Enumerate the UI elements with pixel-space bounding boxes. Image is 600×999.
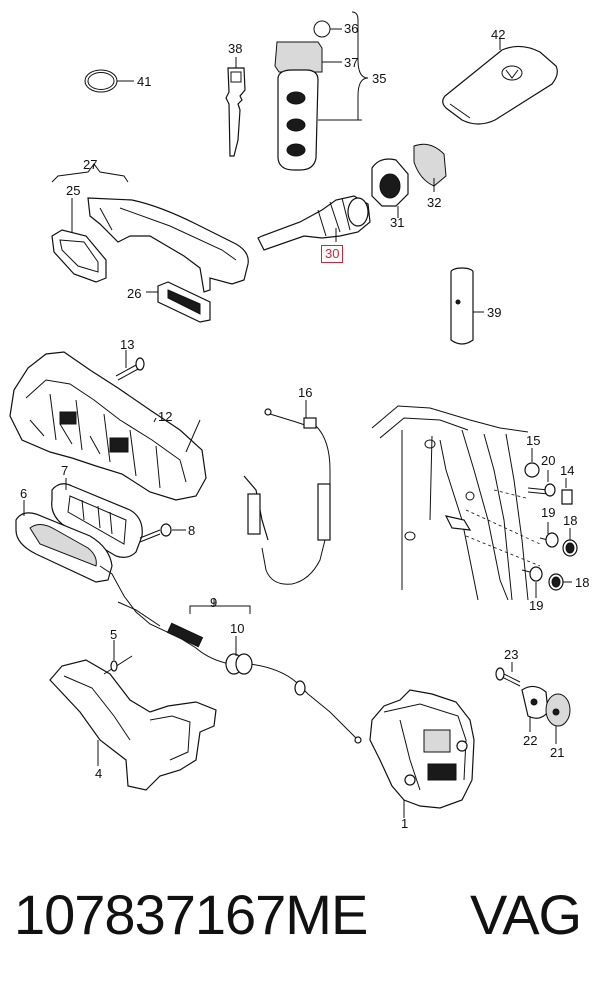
nut-part-15 (524, 448, 540, 478)
screw-part-23 (495, 662, 521, 687)
callout-19a: 19 (541, 505, 556, 520)
callout-41: 41 (137, 74, 152, 89)
remote-fob-part-35 (277, 11, 369, 171)
brand-name: VAG (470, 883, 582, 946)
callout-16: 16 (298, 385, 313, 400)
callout-39: 39 (487, 305, 502, 320)
screw-part-13 (115, 350, 145, 381)
callout-35: 35 (372, 71, 387, 86)
cap-part-31 (371, 158, 409, 218)
callout-25: 25 (66, 183, 81, 198)
handle-carrier-part-12 (9, 351, 207, 501)
callout-6: 6 (20, 486, 28, 501)
bolt-part-19b (521, 566, 543, 598)
callout-42: 42 (491, 27, 506, 42)
cap-part-18a (562, 528, 578, 557)
screw-part-8 (139, 523, 186, 543)
bolt-part-19a (539, 522, 559, 548)
callout-23: 23 (504, 647, 519, 662)
bracket-part-4 (49, 659, 217, 791)
callout-27: 27 (83, 157, 98, 172)
callout-30-highlighted: 30 (321, 245, 344, 263)
gasket-part-26 (146, 281, 211, 323)
trim-part-32 (413, 143, 447, 192)
callout-7: 7 (61, 463, 69, 478)
callout-10: 10 (230, 621, 245, 636)
callout-12: 12 (158, 409, 173, 424)
cable-part-16 (243, 400, 331, 585)
door-lock-part-1 (369, 689, 475, 818)
callout-36: 36 (344, 21, 359, 36)
callout-22: 22 (523, 733, 538, 748)
part-number: 107837167ME (14, 883, 368, 946)
callout-26: 26 (127, 286, 142, 301)
key-blade-part-38 (225, 57, 246, 157)
door-panel-section (371, 405, 541, 601)
callout-37: 37 (344, 55, 359, 70)
pin-part-39 (450, 267, 484, 345)
lock-cylinder-part-30 (257, 195, 371, 251)
cap-part-18b (548, 573, 572, 591)
gasket-part-25 (51, 198, 107, 283)
callout-13: 13 (120, 337, 135, 352)
callout-4: 4 (95, 766, 103, 781)
ring-part-41 (84, 69, 134, 93)
callout-38: 38 (228, 41, 243, 56)
callout-32: 32 (427, 195, 442, 210)
rivet-part-5 (103, 640, 133, 675)
callout-21: 21 (550, 745, 565, 760)
key-housing-part-42 (442, 38, 558, 125)
callout-18b: 18 (575, 575, 590, 590)
callout-8: 8 (188, 523, 196, 538)
bezel-part-6 (15, 500, 113, 583)
callout-31: 31 (390, 215, 405, 230)
plate-part-21 (545, 693, 571, 744)
cover-part-37 (274, 41, 342, 73)
callout-14: 14 (560, 463, 575, 478)
trim-part-7 (51, 478, 143, 558)
callout-19b: 19 (529, 598, 544, 613)
callout-9: 9 (210, 595, 218, 610)
door-handle-part-27 (51, 163, 249, 293)
ring-part-36 (313, 20, 342, 38)
cap-part-14 (561, 478, 573, 505)
callout-5: 5 (110, 627, 118, 642)
callout-1: 1 (401, 816, 409, 831)
callout-15: 15 (526, 433, 541, 448)
cable-part-9 (99, 565, 362, 744)
callout-20: 20 (541, 453, 556, 468)
callout-18a: 18 (563, 513, 578, 528)
screw-part-20 (527, 470, 556, 497)
